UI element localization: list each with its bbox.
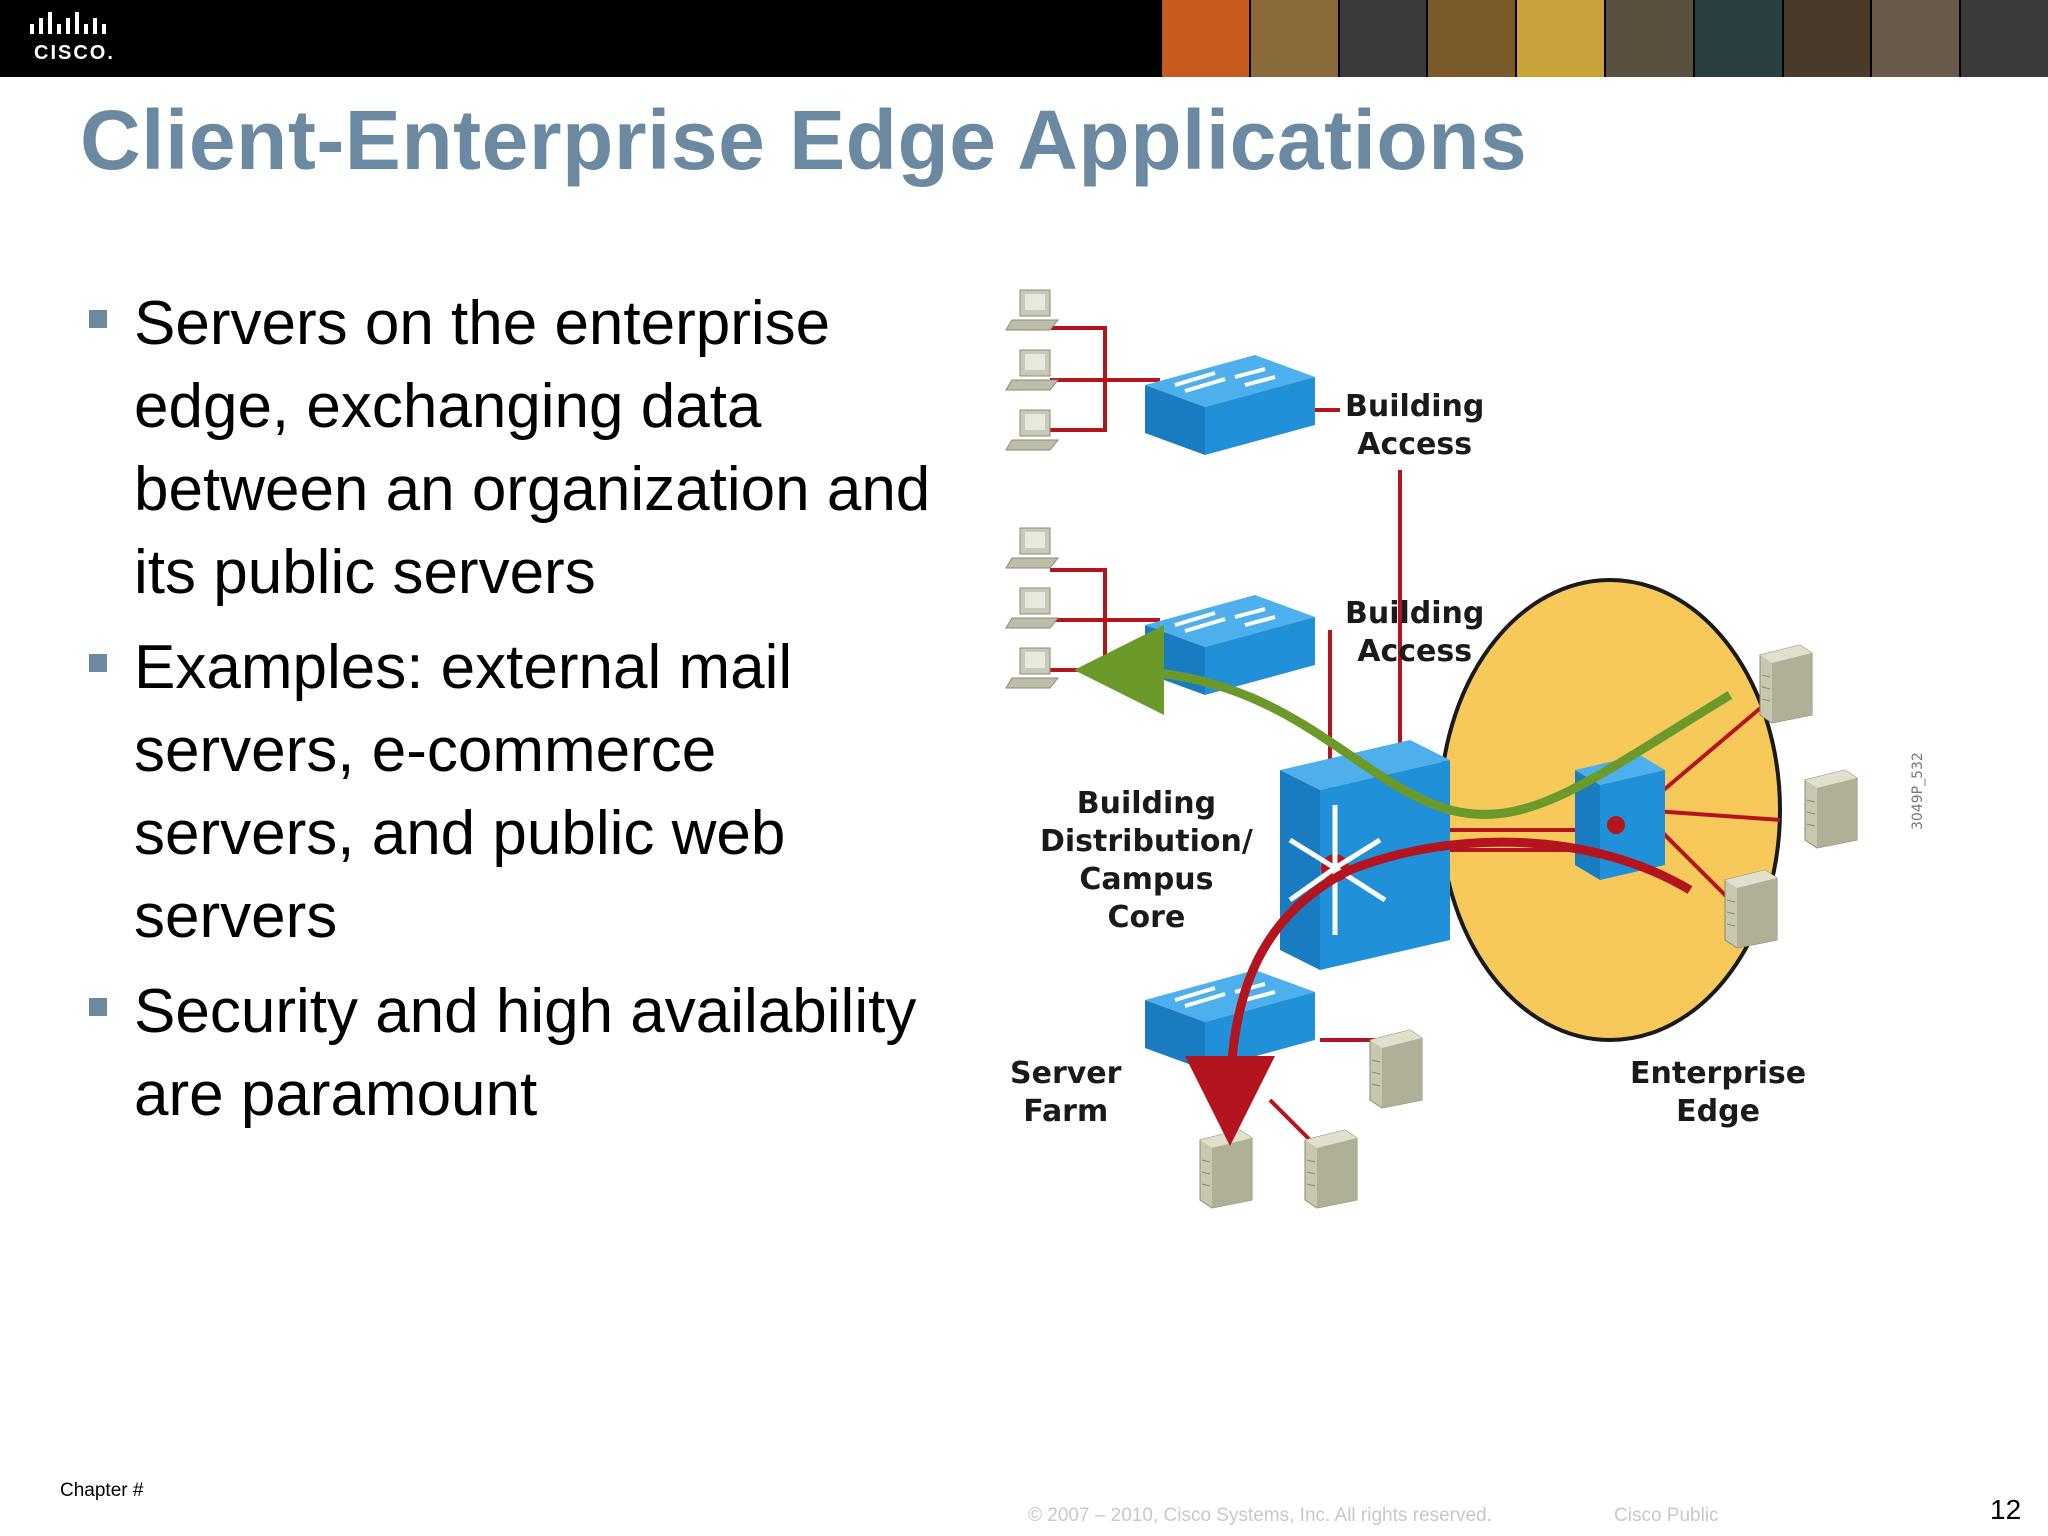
banner-photo-tile [1160,0,1249,77]
bullet-item: Servers on the enterprise edge, exchangi… [80,282,940,614]
banner-photo-tile [1337,0,1427,77]
label-server-farm: Server Farm [1010,1056,1122,1129]
bullet-text: Examples: external mail servers, e-comme… [134,633,793,951]
footer-chapter: Chapter # [60,1480,144,1501]
slide-title: Client-Enterprise Edge Applications [80,93,1528,187]
footer-copyright: © 2007 – 2010, Cisco Systems, Inc. All r… [1028,1505,1492,1526]
banner-photo-tile [1781,0,1871,77]
bullet-marker-icon [89,310,107,328]
banner-photo-tile [1692,0,1782,77]
banner-photo-tile [1603,0,1693,77]
cisco-logo: CISCO. [28,12,138,66]
figure-id-label: 3049P_532 [1910,752,1926,830]
bullet-text: Security and high availability are param… [134,977,917,1129]
core-switch-icon [1280,740,1450,970]
banner-photo-tile [1959,0,2048,77]
bullet-item: Security and high availability are param… [80,970,940,1136]
banner-photo-tile [1515,0,1604,77]
bullet-marker-icon [89,654,107,672]
label-distribution-core: Building Distribution/ Campus Core [1040,786,1253,935]
photo-strip [1160,0,2048,77]
bullet-marker-icon [89,998,107,1016]
page-number: 12 [1990,1494,2022,1525]
banner-photo-tile [1870,0,1960,77]
footer-classification: Cisco Public [1614,1505,1719,1526]
diagram-graphic: 3049P_532 [1005,289,1926,1209]
top-banner: CISCO. [0,0,2048,77]
bullet-text: Servers on the enterprise edge, exchangi… [134,289,931,607]
label-building-access-1: Building Access [1345,389,1485,462]
banner-photo-tile [1248,0,1338,77]
label-building-access-2: Building Access [1345,596,1485,669]
banner-photo-tile [1426,0,1516,77]
logo-wordmark: CISCO. [34,42,115,64]
bullet-list: Servers on the enterprise edge, exchangi… [80,282,940,1148]
bullet-item: Examples: external mail servers, e-comme… [80,626,940,958]
network-diagram: 3049P_532 Building Access Building Acces… [990,270,1970,1230]
label-enterprise-edge: Enterprise Edge [1630,1056,1807,1129]
